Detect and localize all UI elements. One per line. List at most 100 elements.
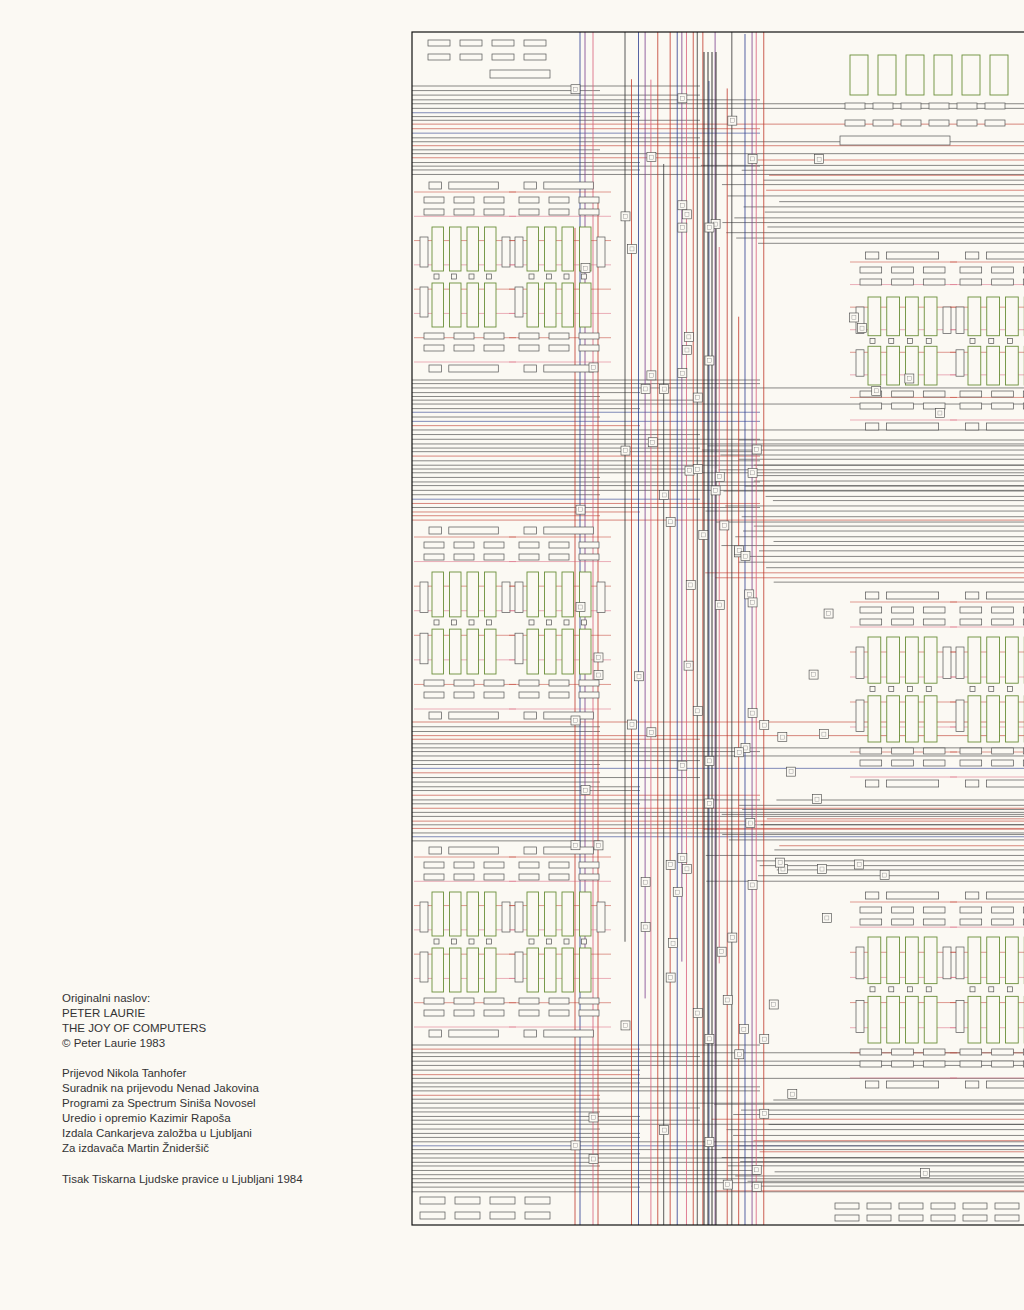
layout-rect [906,637,919,683]
layout-rect [685,466,694,475]
wire [414,1027,516,1028]
layout-rect [519,333,539,339]
layout-rect [424,862,444,868]
logic-cell [850,892,957,1088]
logic-cell [950,592,1024,787]
layout-rect [960,919,982,925]
layout-rect [845,103,865,109]
imprint-line: PETER LAURIE [62,1006,392,1021]
layout-rect [845,120,865,126]
layout-rect [485,892,497,936]
wire [412,1137,640,1138]
layout-rect [686,580,695,589]
wire [412,443,1024,444]
layout-rect [840,136,950,145]
plot-frame [412,32,1024,1225]
layout-rect [624,214,628,218]
layout-rect [745,590,754,599]
wire [412,417,600,418]
layout-rect [923,619,945,625]
layout-rect [597,902,605,932]
wire [412,739,700,740]
layout-rect [968,937,981,984]
layout-rect [685,867,689,871]
layout-rect [644,387,648,391]
layout-rect [562,572,574,617]
layout-rect [579,554,599,560]
imprint-line: Originalni naslov: [62,991,392,1006]
layout-rect [579,862,599,868]
layout-rect [649,373,653,377]
wire [714,1104,1024,1105]
layout-rect [519,542,539,548]
wire [412,448,700,449]
layout-rect [680,856,684,860]
layout-rect [485,227,497,271]
wire [739,459,1024,460]
layout-rect [1023,619,1024,625]
layout-rect [728,933,737,942]
layout-rect [892,1049,914,1055]
layout-rect [562,948,574,992]
layout-rect [742,1027,746,1031]
layout-rect [889,686,894,691]
layout-rect [931,1203,955,1209]
layout-rect [424,333,444,339]
layout-rect [924,937,937,984]
layout-rect [627,244,636,253]
layout-rect [943,947,951,979]
layout-rect [484,862,504,868]
layout-rect [769,1000,778,1009]
layout-rect [923,748,945,754]
layout-rect [678,94,687,103]
layout-rect [467,629,479,674]
layout-rect [743,746,747,750]
layout-rect [676,890,680,894]
layout-rect [892,279,914,285]
layout-rect [641,384,650,393]
layout-rect [906,346,919,385]
layout-rect [822,732,826,736]
layout-rect [544,712,594,719]
layout-rect [594,841,603,850]
wire [766,190,1024,191]
layout-rect [929,103,949,109]
layout-rect [641,922,650,931]
layout-rect [432,283,444,327]
layout-rect [525,1212,550,1219]
layout-rect [545,948,557,992]
layout-rect [515,633,523,664]
layout-rect [943,307,951,333]
imprint-line: Tisak Tiskarna Ljudske pravice u Ljublja… [62,1172,392,1187]
wire [756,860,1024,861]
layout-rect [562,283,574,327]
layout-rect [992,403,1014,409]
imprint-block: Originalni naslov:PETER LAURIETHE JOY OF… [62,991,392,1187]
layout-rect [524,712,537,719]
layout-rect [580,283,592,327]
wire [850,1078,957,1079]
layout-rect [935,409,944,418]
layout-rect [870,987,875,992]
layout-rect [420,1212,445,1219]
layout-rect [751,471,755,475]
wire [650,80,651,1225]
logic-cell [420,40,1019,1221]
wire [412,153,1024,154]
layout-rect [571,841,580,850]
layout-rect [960,1049,982,1055]
layout-rect [856,350,864,376]
wire [735,1175,1024,1176]
wire [850,374,957,375]
wire [412,772,600,773]
wire [720,454,1024,455]
layout-rect [594,671,603,680]
wire [509,192,611,193]
layout-rect [809,670,818,679]
layout-rect [574,87,578,91]
wire [509,929,611,930]
layout-rect [751,883,755,887]
wire [777,869,1024,870]
wire [414,881,516,882]
wire [412,832,1024,833]
